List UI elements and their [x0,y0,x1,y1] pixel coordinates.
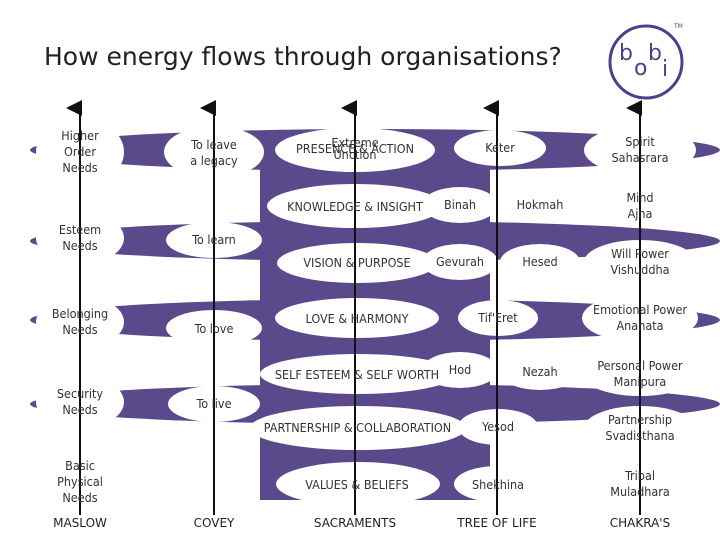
sacrament-partnership-collaboration: PARTNERSHIP & COLLABORATION [263,420,452,435]
svg-text:TM: TM [673,23,683,30]
covey-to-learn: To learn [192,232,236,247]
footer-sacraments: SACRAMENTS [313,516,397,530]
sacrament-extreme-unction: Extreme Unction [331,135,379,162]
maslow-esteem-needs: Esteem Needs [58,222,102,253]
svg-text:i: i [662,57,668,82]
chakra-muladhara: Tribal Muladhara [610,468,670,499]
sacrament-self-esteem-self-worth: SELF ESTEEM & SELF WORTH [274,367,440,382]
svg-text:o: o [634,56,647,81]
covey-to-love: To love [194,321,234,336]
maslow-security-needs: Security Needs [56,386,104,417]
tree-hod: Hod [448,362,472,377]
sacrament-love-harmony: LOVE & HARMONY [305,311,409,326]
tree-binah: Binah [444,197,476,212]
chakra-manipura: Personal Power Manipura [597,358,683,389]
tree-nezah: Nezah [522,364,558,379]
tree-yesod: Yesod [481,419,514,434]
sacrament-knowledge-insight: KNOWLEDGE & INSIGHT [287,199,423,214]
footer-maslow: MASLOW [53,516,107,530]
bobi-logo: b o b i TM [606,20,686,100]
tree-shekhina: Shekhina [472,477,524,492]
svg-text:b: b [619,41,633,66]
tree-tife) data-interactable=: Tif'Eret [478,310,518,325]
chakra-ajna: Mind Ajna [626,190,654,221]
covey-to-live: To live [196,396,232,411]
chakra-svadisthana: Partnership Svadisthana [605,412,675,443]
sacrament-vision-purpose: VISION & PURPOSE [303,255,411,270]
chakra-vishuddha: Will Power Vishuddha [610,246,670,277]
footer-chakras: CHAKRA'S [609,516,671,530]
footer-tree-of-life: TREE OF LIFE [457,516,537,530]
svg-text:b: b [648,41,662,66]
page-title: How energy flows through organisations? [44,42,562,71]
maslow-basic-physical-needs: Basic Physical Needs [57,458,103,505]
maslow-belonging-needs: Belonging Needs [51,306,109,337]
sacrament-values-beliefs: VALUES & BELIEFS [305,477,409,492]
sacrament-presence-action: PRESENCE & ACTION [296,141,414,156]
tree-keter: Keter [485,140,515,155]
maslow-higher-order-needs: Higher Order Needs [61,128,99,175]
covey-to-leave-a-legacy: To leave a legacy [190,137,238,168]
tree-gevurah: Gevurah [435,254,485,269]
tree-hokmah: Hokmah [516,197,564,212]
chakra-anahata: Emotional Power Anahata [592,302,688,333]
chakra-sahasrara: Spirit Sahasrara [611,134,669,165]
footer-covey: COVEY [193,516,235,530]
tree-hesed: Hesed [522,254,558,269]
